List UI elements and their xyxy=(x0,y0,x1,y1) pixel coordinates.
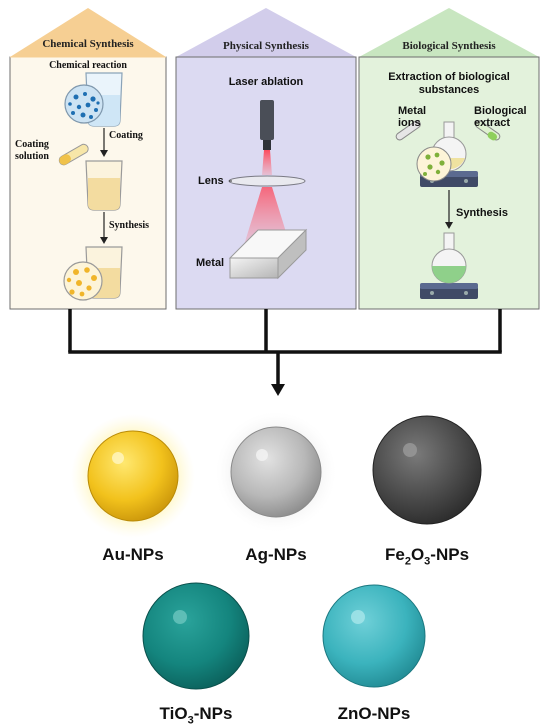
beaker-icon-reaction xyxy=(64,72,123,127)
chemical-reaction-label: Chemical reaction xyxy=(49,60,127,71)
tio3-np-label: TiO3-NPs xyxy=(126,704,266,726)
beaker-icon-coating xyxy=(85,160,123,211)
metal-ions-label: Metal ions xyxy=(398,105,426,129)
metal-label: Metal xyxy=(196,257,225,269)
fe2o3-np-sphere-icon xyxy=(372,415,482,525)
bio-extract-label: Biological extract xyxy=(474,105,527,129)
connector-lines xyxy=(68,309,502,386)
fe2o3-mid: O xyxy=(410,545,425,564)
laser-ablation-label: Laser ablation xyxy=(228,76,304,88)
chemical-synthesis-label: Synthesis xyxy=(109,220,150,231)
coating-solution-line2: solution xyxy=(15,151,49,162)
ag-np-sphere-icon xyxy=(216,412,336,532)
fe2o3-prefix: Fe xyxy=(384,545,405,564)
metal-ions-tube-icon xyxy=(395,120,421,141)
tio3-np-sphere-icon xyxy=(142,582,250,690)
zno-np-label: ZnO-NPs xyxy=(337,704,411,723)
biological-panel-title: Biological Synthesis xyxy=(402,40,496,52)
tio3-suffix: -NPs xyxy=(193,704,233,723)
chemical-panel-title: Chemical Synthesis xyxy=(42,38,134,50)
stirrer-flask-icon-2 xyxy=(420,232,478,299)
fe2o3-np-label: Fe2O3-NPs xyxy=(357,545,497,567)
stirrer-flask-icon-1 xyxy=(416,121,478,187)
fe2o3-sub2: 3 xyxy=(424,555,431,568)
ag-np-label: Ag-NPs xyxy=(245,545,307,564)
metal-ions-line2: ions xyxy=(398,117,421,129)
extraction-label: Extraction of biological substances xyxy=(359,71,539,97)
physical-panel-title: Physical Synthesis xyxy=(223,40,309,52)
lens-label: Lens xyxy=(198,175,224,187)
bio-extract-line1: Biological xyxy=(474,105,527,117)
beaker-icon-nanoparticles xyxy=(63,246,123,301)
bio-extract-tube-icon xyxy=(475,120,501,141)
au-np-sphere-icon xyxy=(71,414,195,538)
connector-arrow-head xyxy=(271,384,285,396)
metal-ions-line1: Metal xyxy=(398,105,427,117)
zno-np-sphere-icon xyxy=(322,584,426,688)
tio3-sub1: 3 xyxy=(187,714,194,727)
au-np-label: Au-NPs xyxy=(102,545,164,564)
coating-solution-line1: Coating xyxy=(15,139,49,150)
tio3-prefix: TiO xyxy=(159,704,188,723)
fe2o3-suffix: -NPs xyxy=(430,545,470,564)
extraction-line1: Extraction of biological xyxy=(388,71,510,83)
fe2o3-sub1: 2 xyxy=(404,555,411,568)
laser-device-icon xyxy=(260,100,274,150)
laser-beam xyxy=(262,150,272,175)
lens-icon xyxy=(228,175,306,187)
bio-synthesis-label: Synthesis xyxy=(456,207,508,219)
coating-solution-label: Coating solution xyxy=(15,139,49,163)
bio-extract-line2: extract xyxy=(474,117,511,129)
extraction-line2: substances xyxy=(418,84,480,96)
metal-bar-icon xyxy=(228,228,308,280)
test-tube-icon xyxy=(58,143,89,166)
coating-label: Coating xyxy=(109,130,143,141)
